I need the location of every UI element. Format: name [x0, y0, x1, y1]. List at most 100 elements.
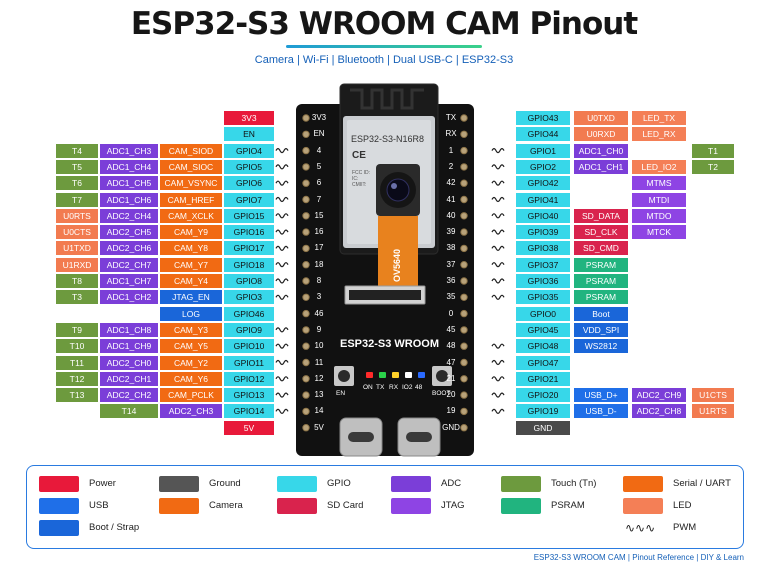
pin-number-left: 4	[316, 145, 322, 155]
pwm-icon	[275, 229, 289, 235]
pin-label-right: GPIO45	[516, 322, 570, 337]
pwm-icon	[491, 343, 505, 349]
pin-number-left: 5	[316, 161, 322, 171]
pwm-icon	[275, 180, 289, 186]
legend-swatch	[391, 498, 431, 514]
pin-label-left: GPIO16	[224, 225, 274, 240]
fpc-slot	[349, 290, 421, 300]
pwm-icon	[491, 229, 505, 235]
pin-number-left: 9	[316, 324, 322, 334]
pwm-icon	[491, 164, 505, 170]
pin-label-left: GPIO9	[224, 322, 274, 337]
legend-swatch	[277, 476, 317, 492]
legend-swatch	[159, 498, 199, 514]
pin-number-right: GND	[442, 422, 460, 432]
pin-label-left: GPIO11	[224, 355, 274, 370]
pin-label-left: CAM_Y5	[160, 339, 222, 354]
header-pin-right	[460, 261, 468, 269]
pin-label-left: CAM_Y2	[160, 355, 222, 370]
pin-label-left: ADC1_CH4	[100, 159, 158, 174]
legend-label: Camera	[209, 500, 243, 511]
pin-label-left: GPIO10	[224, 339, 274, 354]
pin-label-left: ADC2_CH0	[100, 355, 158, 370]
header-pin-left	[302, 424, 310, 432]
pin-label-left: ADC2_CH2	[100, 388, 158, 403]
pin-label-right: GPIO0	[516, 306, 570, 321]
header-pin-left	[302, 309, 310, 318]
pin-label-right: GPIO42	[516, 176, 570, 191]
pin-number-left: 14	[314, 406, 324, 416]
pin-label-right: U1CTS	[692, 388, 734, 403]
pin-number-right: 45	[446, 324, 456, 334]
pin-label-right: U1RTS	[692, 404, 734, 419]
pin-number-right: 48	[446, 341, 456, 351]
pin-number-right: 2	[448, 161, 454, 171]
legend-label: ADC	[441, 478, 462, 489]
pin-label-left: CAM_HREF	[160, 192, 222, 207]
pin-label-right: U0RXD	[574, 127, 628, 142]
pwm-icon	[275, 213, 289, 219]
pin-label-right: GPIO35	[516, 290, 570, 305]
pin-label-right: GPIO38	[516, 241, 570, 256]
pin-label-right: GPIO37	[516, 257, 570, 272]
pin-label-right: PSRAM	[574, 274, 628, 288]
header-pin-left	[302, 293, 310, 301]
pin-number-right: 41	[446, 194, 456, 204]
pwm-icon	[491, 262, 505, 268]
board-name: ESP32-S3 WROOM	[340, 338, 440, 350]
pwm-icon	[275, 294, 289, 300]
status-led	[392, 372, 399, 378]
pin-number-right: 37	[446, 259, 456, 269]
pin-label-left: CAM_SIOC	[160, 159, 222, 174]
pwm-icon	[491, 148, 505, 154]
antenna-trace	[350, 88, 424, 110]
header-pin-right	[460, 277, 468, 285]
footer-text: ESP32-S3 WROOM CAM | Pinout Reference | …	[533, 553, 744, 562]
pwm-icon	[275, 196, 289, 203]
header-pin-right	[460, 130, 468, 139]
header-pin-right	[460, 228, 468, 236]
pin-label-left: U1RXD	[56, 257, 98, 272]
pwm-icon	[491, 180, 505, 186]
pin-label-right: T1	[692, 143, 734, 158]
boot-button-label: BOOT	[432, 390, 451, 397]
header-pin-left	[302, 244, 310, 253]
header-pin-left	[302, 195, 310, 204]
pin-number-right: 40	[446, 210, 456, 220]
led-label: TX	[376, 384, 385, 391]
pin-label-left: T9	[56, 322, 98, 337]
led-label: RX	[389, 384, 399, 391]
pin-number-left: 15	[314, 210, 324, 220]
pwm-icon	[275, 262, 289, 268]
pin-label-left: ADC1_CH9	[100, 339, 158, 354]
pin-label-left: CAM_Y6	[160, 371, 222, 386]
legend-swatch	[501, 476, 541, 492]
pwm-icon	[491, 359, 505, 366]
header-pin-left	[302, 326, 310, 334]
header-pin-left	[302, 261, 310, 269]
pin-label-right: ADC1_CH0	[574, 143, 628, 158]
pin-label-left: GPIO7	[224, 192, 274, 207]
pin-label-left: GPIO14	[224, 404, 274, 419]
header-pin-right	[460, 424, 468, 432]
header-pin-right	[460, 309, 468, 318]
pin-label-left: T8	[56, 274, 98, 288]
pin-label-left: U0CTS	[56, 225, 98, 240]
pin-number-right: RX	[445, 129, 457, 139]
pwm-icon	[491, 294, 505, 300]
header-pin-right	[460, 244, 468, 253]
pin-label-right: LED_IO2	[632, 159, 686, 174]
pin-label-left: CAM_Y7	[160, 257, 222, 272]
pin-number-left: 18	[314, 259, 324, 269]
header-pin-left	[302, 163, 310, 171]
camera-ribbon	[378, 216, 418, 290]
header-pin-left	[302, 342, 310, 350]
pin-number-left: 46	[314, 308, 324, 318]
header-pin-left	[302, 179, 310, 187]
pin-number-left: 13	[314, 390, 324, 400]
pin-label-right: MTCK	[632, 225, 686, 240]
status-led	[418, 372, 425, 378]
legend-label: PWM	[673, 522, 697, 533]
pin-label-left: T10	[56, 339, 98, 354]
pin-label-right: GPIO21	[516, 371, 570, 386]
